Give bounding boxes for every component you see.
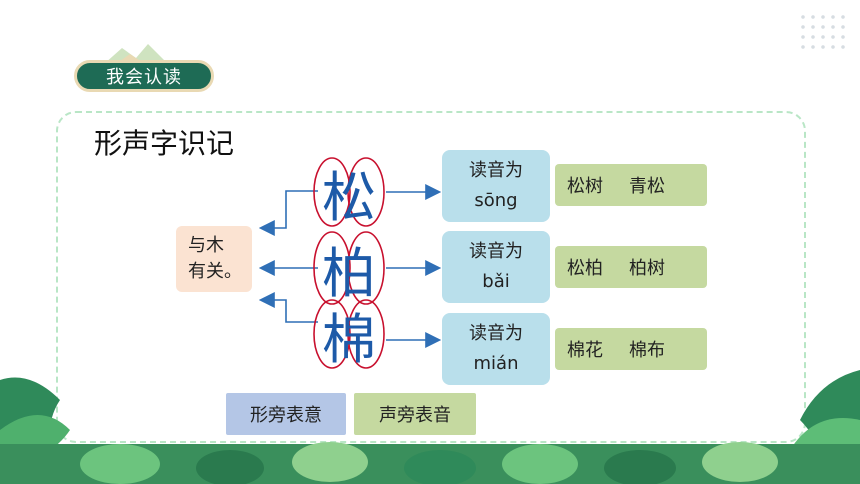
reading-label: 读音为	[469, 323, 523, 344]
words-box-mian: 棉花 棉布	[555, 328, 707, 370]
phonetic-radical-tag: 声旁表音	[354, 393, 476, 435]
character-mian: 棉	[322, 307, 376, 371]
meaning-note: 与木 有关。	[176, 226, 252, 292]
reading-box-bai: 读音为 bǎi	[442, 231, 550, 303]
reading-box-song: 读音为 sōng	[442, 150, 550, 222]
word-item: 青松	[629, 176, 665, 197]
reading-box-mian: 读音为 mián	[442, 313, 550, 385]
meaning-note-line2: 有关。	[188, 261, 242, 282]
foliage-decoration	[0, 370, 860, 484]
pinyin-song: sōng	[474, 190, 518, 211]
section-badge: 我会认读	[74, 60, 214, 92]
word-item: 棉布	[629, 340, 665, 361]
reading-label: 读音为	[469, 160, 523, 181]
pinyin-mian: mián	[473, 353, 519, 374]
character-bai: 柏	[322, 241, 376, 305]
decorative-dot-grid	[798, 12, 848, 54]
words-box-bai: 松柏 柏树	[555, 246, 707, 288]
word-item: 棉花	[567, 340, 603, 361]
words-box-song: 松树 青松	[555, 164, 707, 206]
word-item: 柏树	[629, 258, 665, 279]
pinyin-bai: bǎi	[482, 271, 510, 292]
page-title: 形声字识记	[94, 127, 235, 160]
meaning-note-line1: 与木	[188, 235, 224, 256]
reading-label: 读音为	[469, 241, 523, 262]
semantic-radical-tag: 形旁表意	[226, 393, 346, 435]
word-item: 松树	[567, 176, 603, 197]
character-song: 松	[322, 165, 376, 229]
word-item: 松柏	[567, 258, 603, 279]
